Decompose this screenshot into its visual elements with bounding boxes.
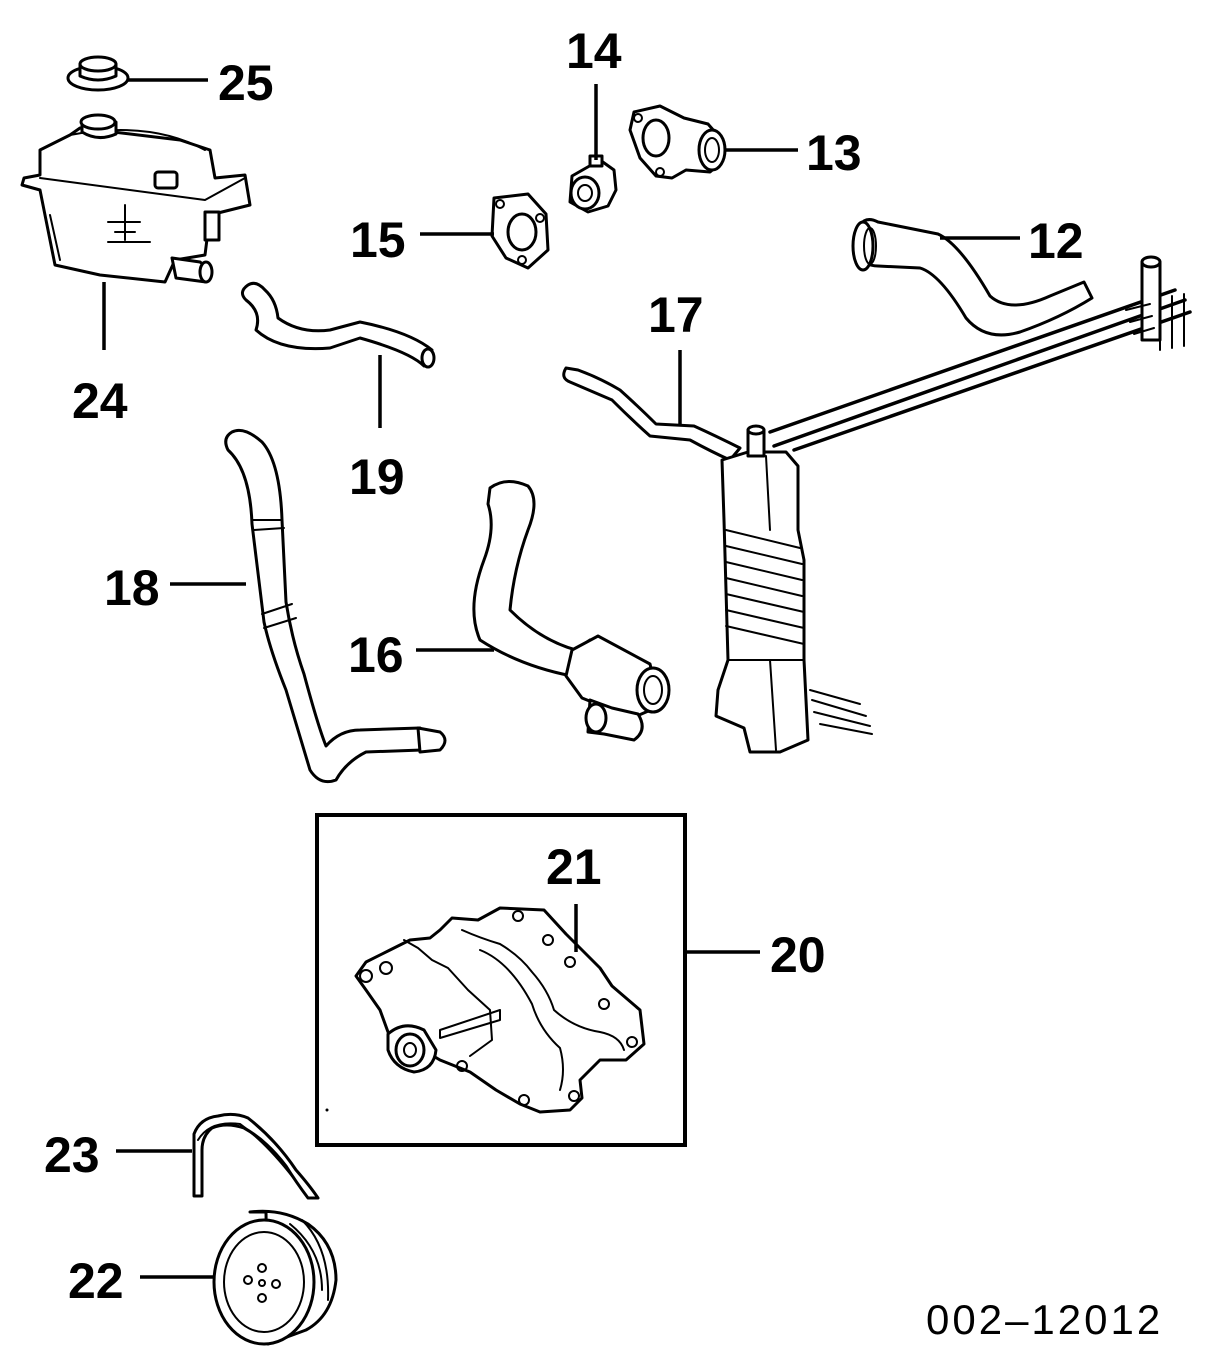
water-pump-kit-box [315, 813, 687, 1147]
radiator-tank-part [714, 424, 810, 754]
hose-19-part [241, 281, 436, 369]
thermostat-part [568, 154, 618, 214]
callout-21: 21 [546, 839, 602, 895]
gasket-15-part [490, 192, 550, 270]
lower-hose-16-part [472, 480, 671, 742]
coolant-reservoir-part [20, 113, 252, 284]
pulley-part [212, 1209, 338, 1346]
callout-17: 17 [648, 287, 704, 343]
callout-20: 20 [770, 927, 826, 983]
overflow-tube-part [562, 366, 742, 462]
callout-15: 15 [350, 212, 406, 268]
thermostat-housing-part [628, 104, 727, 180]
callout-16: 16 [348, 627, 404, 683]
callout-18: 18 [104, 560, 160, 616]
drive-belt-part [192, 1112, 320, 1200]
callout-22: 22 [68, 1253, 124, 1309]
callout-14: 14 [566, 23, 622, 79]
callout-23: 23 [44, 1127, 100, 1183]
heater-hose-18-part [224, 428, 447, 784]
callout-12: 12 [1028, 213, 1084, 269]
box-dot [325, 1108, 329, 1112]
drawing-code: 002–12012 [926, 1296, 1163, 1343]
callout-24: 24 [72, 373, 128, 429]
radiator-frame [768, 255, 1192, 735]
water-pump-gasket-part [354, 906, 646, 1114]
callout-25: 25 [218, 55, 274, 111]
callout-19: 19 [349, 449, 405, 505]
reservoir-cap-part [66, 55, 130, 92]
callout-13: 13 [806, 125, 862, 181]
